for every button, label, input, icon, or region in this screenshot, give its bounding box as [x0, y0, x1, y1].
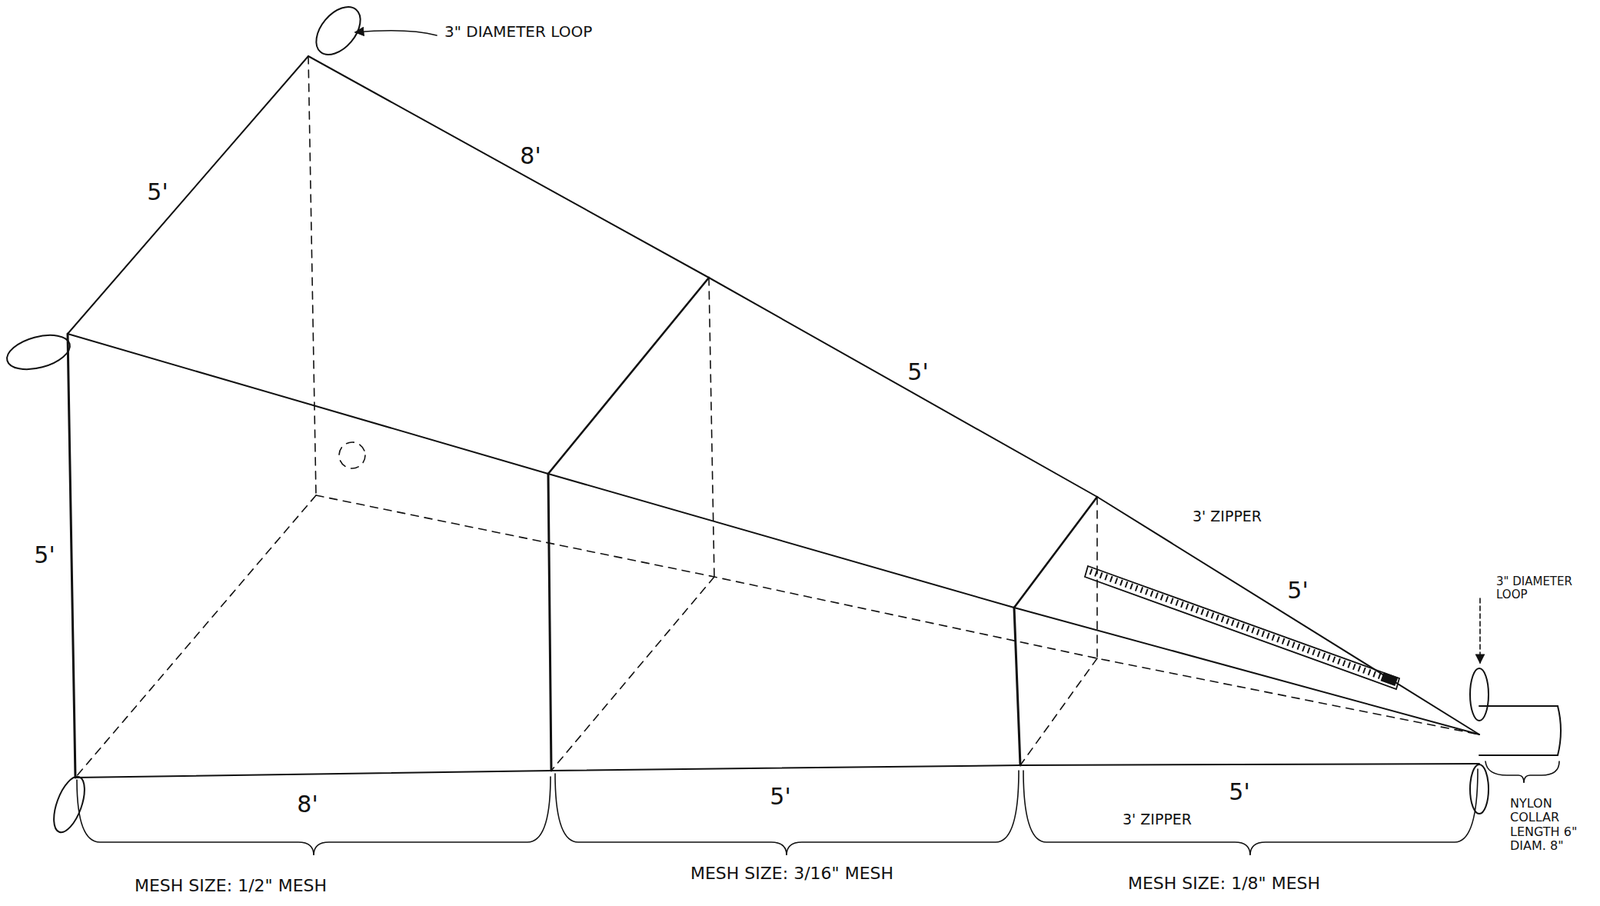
zipper-teeth	[1090, 571, 1384, 678]
dimension-label: 3' ZIPPER	[1120, 811, 1195, 829]
zipper	[1084, 565, 1400, 689]
dimension-label: 5'	[767, 783, 793, 811]
hidden-edge	[1096, 496, 1098, 659]
frame-edge	[1014, 496, 1098, 608]
dimension-label: 5'	[144, 179, 170, 207]
hidden-edge	[316, 495, 1480, 735]
net-bottom-edge	[75, 763, 1480, 778]
brace	[1023, 768, 1478, 855]
dimension-label: MESH SIZE: 1/8" MESH	[1125, 873, 1323, 893]
frame-edge	[67, 56, 309, 334]
dimension-label: 5'	[904, 359, 931, 386]
frame-edge	[67, 333, 76, 778]
dimension-label: 3" DIAMETER LOOP	[1493, 575, 1597, 603]
loop	[3, 329, 74, 376]
brace	[76, 776, 551, 855]
frame-edge	[548, 277, 709, 474]
net-top-edge	[308, 56, 1480, 735]
dimension-label: 5'	[1226, 778, 1252, 806]
hidden-edge	[308, 56, 317, 496]
zipper-pull	[1381, 672, 1398, 686]
nylon-collar	[1479, 705, 1561, 756]
loop	[1470, 764, 1489, 814]
hidden-edge	[708, 277, 715, 577]
dimension-label: 8'	[294, 791, 320, 819]
hidden-edge	[551, 576, 715, 771]
dimension-label: MESH SIZE: 3/16" MESH	[688, 863, 896, 883]
dimension-label: 3' ZIPPER	[1190, 508, 1265, 526]
frame-edge	[1014, 607, 1021, 766]
frame-edge	[548, 473, 552, 771]
dimension-label: NYLON COLLAR LENGTH 6" DIAM. 8"	[1507, 796, 1597, 854]
loop	[47, 772, 91, 836]
brace	[1485, 761, 1560, 783]
leader-arrow	[1479, 598, 1481, 663]
dimension-label: 3" DIAMETER LOOP	[442, 23, 595, 41]
dimension-label: 5'	[31, 542, 57, 569]
leader-arrow	[355, 30, 437, 36]
hidden-edge	[1020, 658, 1098, 766]
dimension-label: 5'	[1284, 577, 1311, 605]
net-side-edge	[67, 333, 1480, 735]
hidden-ring	[339, 442, 366, 469]
hidden-edge	[75, 495, 317, 778]
dimension-label: 8'	[517, 143, 543, 170]
dimension-label: MESH SIZE: 1/2" MESH	[132, 875, 330, 895]
brace	[555, 770, 1019, 855]
loop	[1470, 668, 1489, 721]
